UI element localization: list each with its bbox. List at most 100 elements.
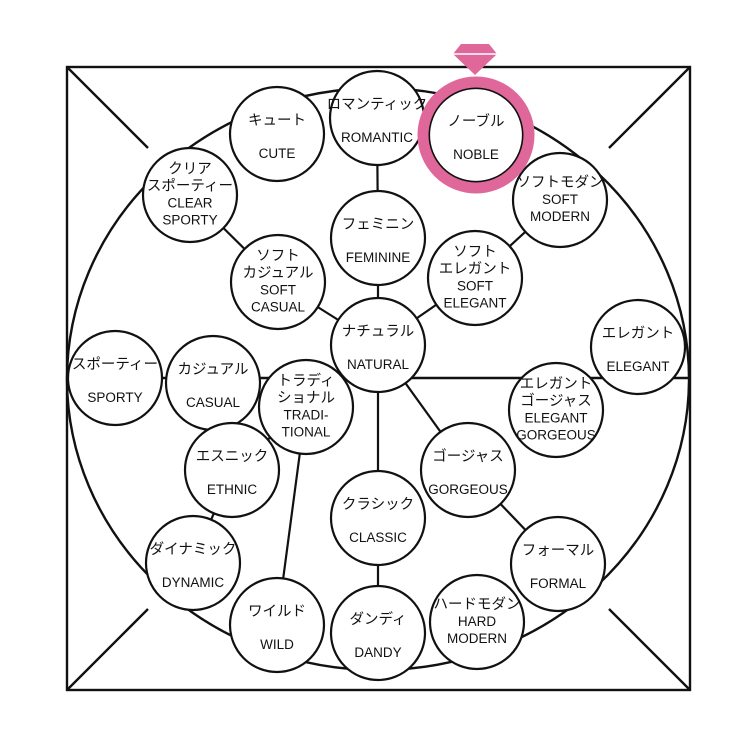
- node-circle: [509, 515, 607, 613]
- node-circle: [183, 421, 281, 519]
- node-circle: [419, 421, 517, 519]
- corner-diagonal: [608, 608, 691, 691]
- node-label-en: CLEAR: [167, 196, 212, 211]
- node-label-ja: エレガント: [520, 376, 593, 393]
- node-label-en: SOFT: [457, 279, 493, 294]
- node-label-ja: エレガント: [602, 325, 675, 342]
- node-natural: ナチュラル NATURAL: [329, 296, 427, 394]
- node-label-ja: カジュアル: [177, 362, 248, 378]
- node-circle: [66, 329, 164, 427]
- node-circle: [428, 573, 526, 671]
- node-label-ja: スポーティー: [147, 178, 233, 195]
- node-label-en: CUTE: [259, 146, 296, 161]
- node-label-en: CASUAL: [251, 300, 306, 315]
- node-label-ja: ゴージャス: [520, 392, 592, 410]
- node-circle: [589, 298, 687, 396]
- corner-diagonal: [608, 66, 691, 149]
- node-circle: [426, 229, 524, 327]
- node-circle: [329, 296, 427, 394]
- node-circle: [329, 584, 427, 682]
- node-circle: [511, 151, 609, 249]
- node-label-en: ETHNIC: [207, 482, 258, 497]
- node-romantic: ロマンティック ROMANTIC: [327, 69, 428, 167]
- node-label-ja: フェミニン: [342, 217, 415, 233]
- node-label-ja: ソフト: [453, 245, 497, 261]
- node-circle: [507, 361, 605, 459]
- highlight-ring: [417, 76, 535, 194]
- node-label-ja: ゴージャス: [432, 447, 504, 465]
- node-label-en: ELEGANT: [443, 296, 506, 311]
- node-label-en: GORGEOUS: [516, 428, 596, 443]
- node-label-en: FEMININE: [346, 250, 411, 265]
- node-circle: [257, 358, 355, 456]
- corner-diagonal: [66, 66, 149, 149]
- node-label-en: MODERN: [447, 631, 507, 646]
- node-sporty: スポーティー SPORTY: [66, 329, 164, 427]
- node-noble: ノーブル NOBLE: [427, 86, 525, 184]
- node-label-en: CLASSIC: [349, 530, 407, 545]
- node-elegant: エレガント ELEGANT: [589, 298, 687, 396]
- node-label-en: MODERN: [530, 209, 590, 224]
- node-label-ja: スポーティー: [72, 356, 158, 373]
- node-label-ja: トラディ: [278, 372, 335, 390]
- node-label-ja: ロマンティック: [327, 96, 428, 113]
- node-label-en: TRADI-: [284, 408, 329, 423]
- noble-highlight-ring-icon: [417, 44, 535, 194]
- node-label-en: DANDY: [354, 645, 401, 660]
- node-label-en: NOBLE: [453, 147, 499, 162]
- node-circle: [144, 514, 242, 612]
- node-label-ja: ソフト: [256, 249, 300, 265]
- node-label-en: TIONAL: [282, 425, 331, 440]
- node-label-en: ROMANTIC: [341, 130, 413, 145]
- node-label-en: SPORTY: [87, 390, 142, 405]
- node-circle: [228, 576, 326, 674]
- node-feminine: フェミニン FEMININE: [329, 189, 427, 287]
- node-label-ja: ソフトモダン: [517, 174, 604, 191]
- node-label-ja: ワイルド: [248, 604, 306, 620]
- node-label-ja: ダイナミック: [150, 541, 237, 558]
- node-label-ja: クリア: [168, 161, 212, 178]
- node-circle: [229, 233, 327, 331]
- corner-diagonal: [66, 608, 149, 691]
- node-label-en: HARD: [458, 614, 497, 629]
- node-label-ja: フォーマル: [522, 543, 595, 559]
- node-formal: フォーマル FORMAL: [509, 515, 607, 613]
- node-label-en: CASUAL: [186, 395, 241, 410]
- node-wild: ワイルド WILD: [228, 576, 326, 674]
- node-label-en: FORMAL: [530, 576, 587, 591]
- node-circle: [328, 69, 426, 167]
- node-circle: [329, 189, 427, 287]
- node-label-ja: エスニック: [196, 448, 269, 465]
- node-label-ja: クラシック: [342, 496, 414, 513]
- node-label-en: NATURAL: [347, 357, 410, 372]
- node-label-en: WILD: [260, 637, 294, 652]
- node-label-ja: ダンディ: [350, 610, 407, 628]
- node-circle: [427, 86, 525, 184]
- node-circle: [164, 334, 262, 432]
- node-label-en: ELEGANT: [606, 359, 669, 374]
- node-label-en: SOFT: [260, 283, 296, 298]
- style-nodes: キュートCUTEロマンティックROMANTICノーブルNOBLEクリアスポーティ…: [66, 69, 687, 682]
- node-label-ja: カジュアル: [242, 266, 313, 282]
- node-circle: [329, 469, 427, 567]
- node-label-ja: ノーブル: [447, 112, 504, 130]
- node-label-ja: ナチュラル: [342, 324, 415, 340]
- node-label-ja: ハードモダン: [434, 596, 521, 613]
- node-circle: [228, 85, 326, 183]
- node-label-en: SOFT: [542, 192, 578, 207]
- node-label-ja: キュート: [248, 113, 306, 129]
- node-cute: キュート CUTE: [228, 85, 326, 183]
- node-casual: カジュアル CASUAL: [164, 334, 262, 432]
- node-label-en: ELEGANT: [524, 411, 587, 426]
- gem-icon: [453, 44, 497, 75]
- node-circle: [141, 146, 239, 244]
- node-label-en: GORGEOUS: [428, 482, 508, 497]
